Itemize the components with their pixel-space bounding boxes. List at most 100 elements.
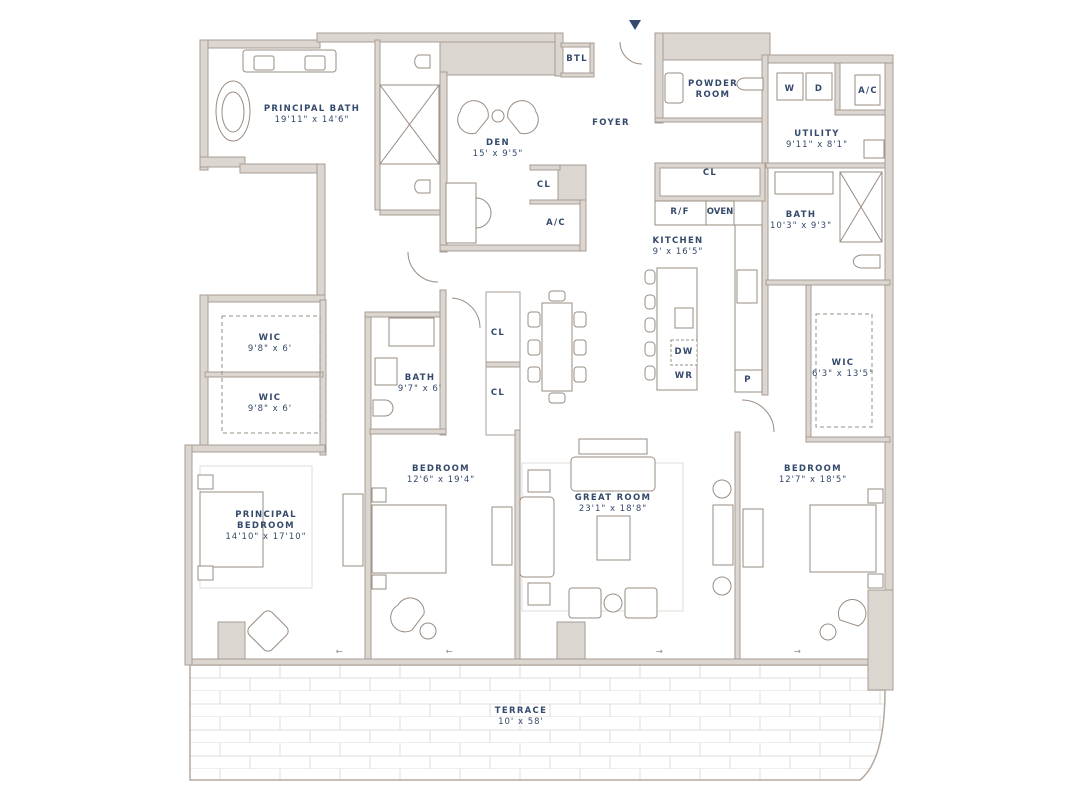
wall — [184, 444, 326, 453]
wall — [364, 311, 441, 318]
tv-console — [712, 504, 734, 566]
wall — [204, 371, 324, 378]
side-table — [527, 469, 551, 493]
armchair — [247, 610, 289, 652]
column — [217, 621, 246, 663]
wall — [199, 39, 209, 171]
bed — [809, 504, 877, 573]
wall — [379, 209, 446, 216]
wall — [239, 163, 326, 174]
sliding-door-arrow: → — [793, 647, 803, 657]
bath-vanity — [774, 171, 834, 195]
wall — [834, 109, 891, 116]
wall — [316, 32, 564, 43]
wall — [765, 279, 891, 286]
wall — [439, 71, 448, 253]
sliding-door-arrow: ← — [335, 647, 345, 657]
armchair — [837, 599, 867, 627]
powder-sink — [664, 72, 684, 104]
armchair — [390, 597, 425, 633]
door-swing — [451, 297, 481, 329]
armchair — [507, 100, 539, 135]
wall — [805, 436, 891, 443]
walls — [184, 32, 894, 691]
desk-chair — [475, 197, 492, 229]
wall — [199, 156, 246, 168]
wall — [560, 42, 594, 48]
wall — [529, 199, 581, 205]
wall — [529, 164, 561, 171]
kitchen-closet — [659, 167, 761, 197]
toilet — [414, 179, 431, 194]
wall — [485, 361, 521, 368]
nightstand — [197, 565, 214, 581]
fixture-label-wr: WR — [674, 371, 694, 381]
door-swing — [619, 41, 643, 65]
side-table — [491, 109, 505, 123]
fixture-label-pantry: P — [744, 375, 752, 385]
column — [556, 621, 586, 663]
side-table — [819, 623, 837, 641]
fixture-label-dw: DW — [674, 347, 694, 357]
side-table — [419, 622, 437, 640]
wall — [654, 32, 771, 61]
wall — [316, 163, 326, 301]
utility-ac — [854, 74, 881, 106]
wall — [374, 39, 381, 211]
dining-chairs — [527, 290, 587, 404]
wic-shelf — [221, 315, 321, 434]
fixture-label-btl: BTL — [566, 54, 588, 64]
plant — [712, 576, 732, 596]
toilet — [852, 254, 881, 269]
wall — [554, 32, 564, 77]
wall — [805, 284, 812, 441]
fixture-label-kitchen-closet: CL — [702, 168, 718, 178]
fixture-label-hall-closet-2: CL — [490, 388, 506, 398]
window-wall — [191, 658, 869, 666]
fixture-label-hall-closet-1: CL — [490, 328, 506, 338]
wall — [199, 294, 326, 303]
wall — [557, 164, 587, 201]
desk — [445, 182, 477, 244]
entry-arrow-icon — [629, 20, 641, 30]
kitchen-island — [656, 267, 698, 391]
lounge-chair — [568, 587, 602, 619]
nightstand — [371, 574, 387, 590]
nightstand — [867, 488, 884, 504]
fixture-label-utility-ac: A/C — [858, 86, 878, 96]
wall — [654, 117, 766, 123]
armchair — [457, 100, 489, 135]
sink — [304, 55, 326, 71]
wall — [589, 42, 595, 77]
wall — [184, 444, 193, 666]
room-label-foyer: FOYER — [592, 118, 630, 128]
sliding-door-arrow: ← — [445, 647, 455, 657]
sink — [253, 55, 275, 71]
coffee-table — [596, 515, 631, 561]
nightstand — [867, 573, 884, 589]
wall — [654, 32, 664, 124]
dryer — [805, 72, 833, 101]
cooktop — [736, 269, 758, 304]
side-table — [603, 593, 623, 613]
utility-sink — [863, 139, 885, 159]
pantry — [734, 369, 763, 393]
fixture-label-washer: W — [784, 84, 796, 94]
toilet — [372, 399, 394, 417]
oven — [705, 200, 735, 226]
plant — [712, 479, 732, 499]
wall — [765, 162, 891, 169]
fixture-label-den-closet: CL — [536, 180, 552, 190]
